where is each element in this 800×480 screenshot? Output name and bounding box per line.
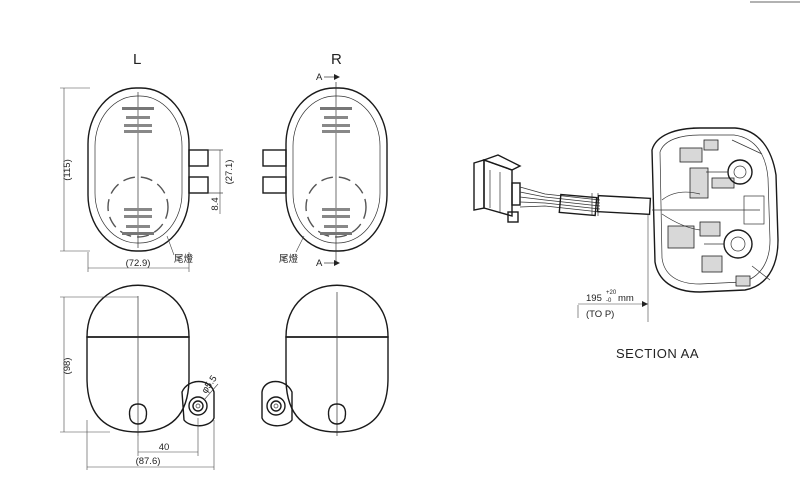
left-lens-outer	[87, 87, 190, 252]
right-bracket-tab-lower	[262, 176, 287, 194]
connector	[473, 154, 522, 223]
section-marker-bottom: A	[316, 258, 340, 269]
dim-offset: 40	[137, 418, 199, 456]
dim-text-98: (98)	[62, 358, 73, 375]
left-bracket-tab-upper	[188, 149, 209, 167]
left-lens-inner	[94, 95, 183, 244]
section-housing-inner	[659, 134, 771, 285]
left-mount-boss	[181, 380, 215, 427]
dim-text-115: (115)	[62, 159, 73, 180]
right-mount-boss	[261, 380, 293, 427]
right-front-view	[261, 284, 389, 436]
section-letter-top: A	[316, 72, 323, 83]
dim-width-front: (87.6)	[86, 420, 215, 470]
dim-wire-length: 195 +20 -0 mm (TO P)	[577, 214, 649, 322]
section-letter-bottom: A	[316, 258, 323, 269]
upper-bulb	[727, 159, 753, 185]
dim-text-mm: mm	[618, 293, 634, 304]
right-drain-hole	[327, 403, 347, 425]
right-tail-label: 尾燈	[279, 253, 299, 265]
dim-text-27-1: (27.1)	[224, 160, 235, 185]
left-mount-ring	[188, 396, 208, 416]
section-internals	[652, 139, 771, 287]
wire-harness	[519, 186, 652, 217]
right-lens-outer	[285, 87, 388, 252]
right-bulb-dashed-circle	[305, 176, 367, 238]
dim-bracket: (27.1) 8.4	[210, 150, 235, 214]
left-dome	[86, 284, 190, 338]
left-top-view	[87, 87, 223, 252]
dim-text-8-4: 8.4	[210, 197, 221, 210]
section-aa-drawing	[473, 127, 779, 293]
dim-text-phi-5-5: φ5.5	[199, 374, 219, 396]
dim-height-front: (98)	[60, 296, 138, 433]
view-label-right: R	[331, 51, 342, 68]
right-tail-leader	[295, 235, 305, 253]
right-top-view	[262, 82, 388, 262]
dim-text-tol-plus: +20	[606, 290, 617, 296]
left-mount-hole	[192, 400, 204, 412]
left-tail-leader	[166, 235, 175, 256]
left-bulb-dashed-circle	[107, 176, 169, 238]
right-bracket-tab-upper	[262, 149, 287, 167]
dim-text-87-6: (87.6)	[136, 456, 161, 467]
section-marker-top: A	[316, 72, 340, 83]
left-bracket-tab-lower	[188, 176, 209, 194]
dim-width-top: (72.9)	[87, 252, 190, 272]
section-housing-outer	[651, 127, 779, 293]
right-mount-ring	[266, 396, 286, 416]
lower-bulb	[723, 229, 753, 259]
right-mount-hole	[270, 400, 282, 412]
dim-text-to-p: (TO P)	[586, 309, 614, 320]
dim-text-tol-minus: -0	[606, 298, 612, 304]
dim-hole: φ5.5	[199, 374, 220, 401]
left-tail-label: 尾燈	[174, 253, 194, 265]
left-drain-hole	[128, 403, 148, 425]
dim-text-195: 195	[586, 293, 602, 304]
section-title: SECTION AA	[616, 346, 699, 361]
left-lens-markings	[122, 107, 154, 235]
dim-height-top: (115)	[60, 87, 90, 252]
left-front-view	[86, 284, 215, 436]
dim-text-40: 40	[159, 442, 170, 453]
right-dome	[285, 284, 389, 338]
dim-text-72-9: (72.9)	[126, 258, 151, 269]
right-lens-inner	[292, 95, 381, 244]
view-label-left: L	[133, 51, 141, 68]
right-lens-markings	[320, 107, 352, 235]
